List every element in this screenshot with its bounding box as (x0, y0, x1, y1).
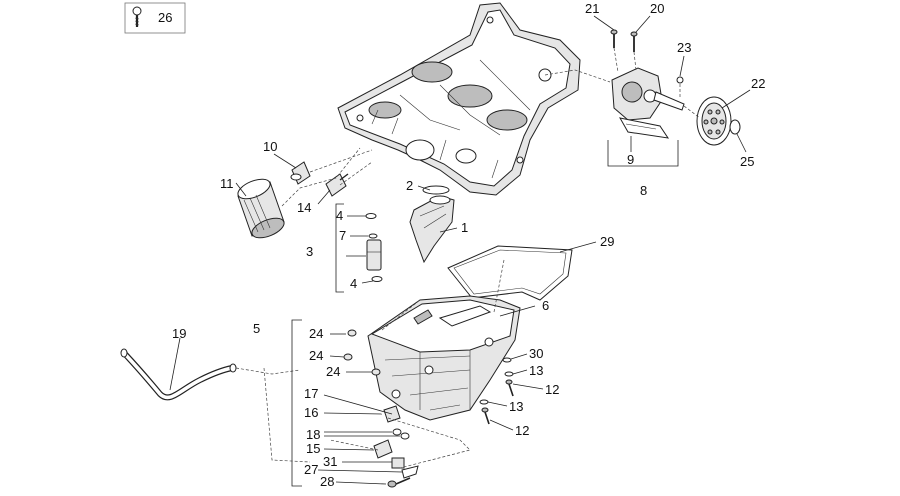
bracket-27 (401, 465, 419, 479)
callout-10: 10 (263, 139, 277, 154)
legend-box: 26 (124, 2, 186, 34)
washer-18 (392, 428, 402, 436)
callout-29: 29 (600, 234, 614, 249)
oil-filter (237, 178, 285, 239)
callout-14: 14 (297, 200, 311, 215)
washer-18b (400, 432, 410, 440)
dowel-24b (343, 353, 353, 361)
callout-7: 7 (339, 228, 346, 243)
callout-12-b: 12 (515, 423, 529, 438)
oil-strainer (409, 185, 455, 264)
callout-8: 8 (640, 183, 647, 198)
oil-sump-gasket (447, 245, 573, 301)
bolt-20 (630, 31, 638, 52)
callout-20: 20 (650, 1, 664, 16)
bolt-28 (387, 477, 411, 488)
callout-16: 16 (304, 405, 318, 420)
callout-13-b: 13 (509, 399, 523, 414)
callout-21: 21 (585, 1, 599, 16)
callout-22: 22 (751, 76, 765, 91)
callout-28: 28 (320, 474, 334, 489)
group-bracket-8 (607, 140, 679, 167)
pressure-switch-14 (325, 173, 349, 197)
callout-24-b: 24 (309, 348, 323, 363)
bolt-12a (505, 379, 514, 397)
callout-15: 15 (306, 441, 320, 456)
callout-17: 17 (304, 386, 318, 401)
pump-cover-gear (696, 96, 732, 146)
dowel-24a (347, 329, 357, 337)
plug-23 (676, 76, 684, 84)
washer-30 (502, 357, 512, 363)
leader-lines (169, 15, 751, 485)
callout-23: 23 (677, 40, 691, 55)
screw-icon (132, 6, 142, 27)
drain-plug-15 (373, 439, 393, 459)
callout-30: 30 (529, 346, 543, 361)
callout-31: 31 (323, 454, 337, 469)
callout-6: 6 (542, 298, 549, 313)
callout-1: 1 (461, 220, 468, 235)
relief-valve (365, 213, 383, 282)
crankcase (337, 2, 581, 196)
callout-9: 9 (627, 152, 634, 167)
callout-3: 3 (306, 244, 313, 259)
o-ring-25 (729, 119, 741, 135)
oil-pump (611, 67, 685, 139)
group-bracket-5 (291, 319, 302, 487)
callout-labels: 1 2 3 4 4 5 6 7 8 9 10 11 12 12 13 13 14… (172, 1, 765, 489)
callout-11: 11 (220, 176, 234, 191)
callout-18: 18 (306, 427, 320, 442)
callout-19: 19 (172, 326, 186, 341)
callout-27: 27 (304, 462, 318, 477)
assembly-dashed-lines (235, 47, 701, 469)
bolt-21 (610, 29, 618, 48)
callout-5: 5 (253, 321, 260, 336)
dowel-24c (371, 368, 381, 376)
washer-13b (479, 399, 489, 405)
callout-2: 2 (406, 178, 413, 193)
callout-24-c: 24 (326, 364, 340, 379)
sensor-31 (391, 457, 405, 469)
callout-12-a: 12 (545, 382, 559, 397)
bolt-12b (481, 407, 490, 425)
group-bracket-3 (335, 203, 344, 293)
callout-24-a: 24 (309, 326, 323, 341)
callout-25: 25 (740, 154, 754, 169)
breather-hose (120, 348, 237, 401)
washer-13a (504, 371, 514, 377)
callout-4-top: 4 (336, 208, 343, 223)
oil-sump (367, 295, 521, 421)
filter-nipple-10 (290, 161, 311, 185)
callout-4-bottom: 4 (350, 276, 357, 291)
callout-13-a: 13 (529, 363, 543, 378)
callout-26: 26 (158, 10, 172, 25)
